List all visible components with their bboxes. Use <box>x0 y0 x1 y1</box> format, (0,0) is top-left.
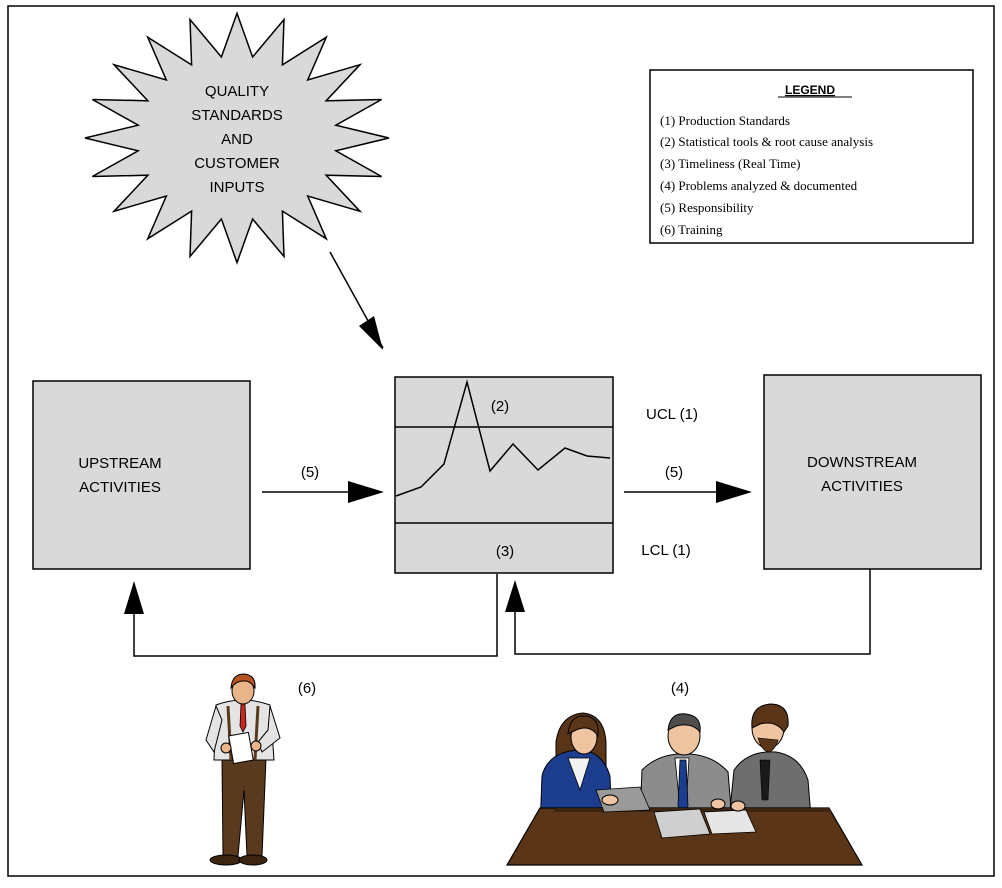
upstream-to-chart-arrowhead <box>348 481 384 503</box>
meeting-figure <box>505 703 864 866</box>
process-trend-line <box>395 379 611 497</box>
trainer-figure <box>205 673 281 866</box>
problems-label: (4) <box>671 680 689 697</box>
responsibility-label-left: (5) <box>301 464 319 481</box>
legend-item-4: (4) Problems analyzed & documented <box>660 178 858 193</box>
starburst-line-3: AND <box>221 131 253 148</box>
input-arrowhead <box>359 316 383 350</box>
upstream-line-1: UPSTREAM <box>78 455 161 472</box>
legend-item-6: (6) Training <box>660 222 723 237</box>
training-feedback-arrowhead <box>124 581 144 614</box>
starburst-line-2: STANDARDS <box>191 107 282 124</box>
control-chart-box: (2) (3) <box>394 376 614 574</box>
downstream-line-2: ACTIVITIES <box>821 478 903 495</box>
legend-item-2: (2) Statistical tools & root cause analy… <box>660 134 873 149</box>
downstream-line-1: DOWNSTREAM <box>807 454 917 471</box>
training-feedback-line <box>133 574 498 657</box>
upstream-activities-box: UPSTREAM ACTIVITIES <box>32 380 251 570</box>
upstream-line-2: ACTIVITIES <box>79 479 161 496</box>
legend-item-3: (3) Timeliness (Real Time) <box>660 156 801 171</box>
legend-title: LEGEND <box>785 83 835 97</box>
chart-bottom-label: (3) <box>496 543 514 560</box>
problems-feedback-line <box>514 569 871 655</box>
legend-box: LEGEND (1) Production Standards (2) Stat… <box>649 69 974 244</box>
downstream-activities-box: DOWNSTREAM ACTIVITIES <box>763 374 982 570</box>
chart-top-label: (2) <box>491 398 509 415</box>
legend-item-5: (5) Responsibility <box>660 200 754 215</box>
ucl-label: UCL (1) <box>646 406 698 423</box>
starburst-shape <box>84 11 390 265</box>
responsibility-label-right: (5) <box>665 464 683 481</box>
lcl-label: LCL (1) <box>641 542 690 559</box>
training-label: (6) <box>298 680 316 697</box>
starburst-line-1: QUALITY <box>205 83 269 100</box>
chart-to-downstream-arrowhead <box>716 481 752 503</box>
legend-item-1: (1) Production Standards <box>660 113 790 128</box>
starburst-line-4: CUSTOMER <box>194 155 280 172</box>
problems-feedback-arrowhead <box>505 580 525 612</box>
quality-standards-starburst: QUALITY STANDARDS AND CUSTOMER INPUTS <box>84 11 390 265</box>
outer-frame <box>7 5 995 877</box>
starburst-line-5: INPUTS <box>209 179 264 196</box>
